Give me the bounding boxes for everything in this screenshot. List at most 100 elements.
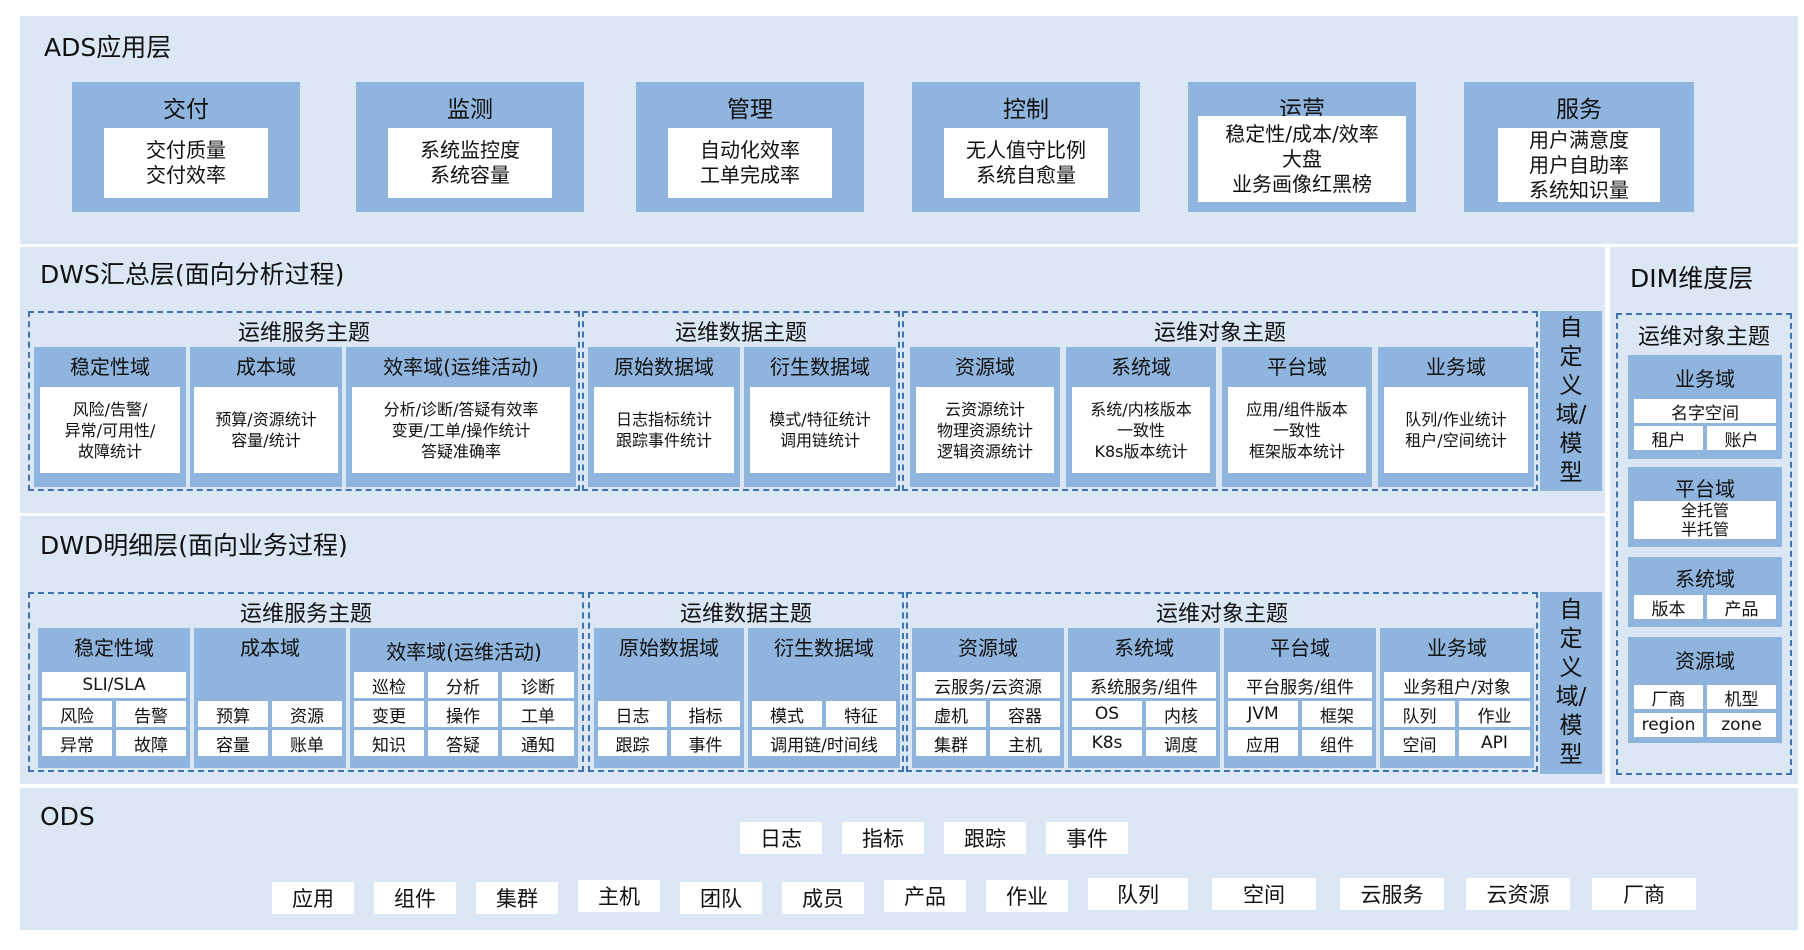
detail-cell: 日志 [598, 701, 667, 727]
domain-title: 原始数据域 [614, 355, 714, 379]
ads-metric: 无人值守比例 [966, 138, 1086, 162]
detail-cell: 容量 [198, 730, 268, 756]
ads-metric: 工单完成率 [700, 163, 800, 187]
vertical-char: 型 [1559, 460, 1583, 486]
ods-source-tag: 应用 [272, 882, 354, 914]
ads-card-body: 无人值守比例 系统自愈量 [944, 128, 1108, 198]
detail-line: 容量/统计 [231, 431, 301, 450]
ods-source-tag: 事件 [1046, 822, 1128, 854]
dim-block-resource: 资源域 厂商 机型 region zone [1628, 637, 1782, 743]
detail-cell: 事件 [671, 730, 740, 756]
dwd-theme-data: 运维数据主题 原始数据域 日志 指标 跟踪 事件 衍生数据域 模式 特征 调用链… [588, 592, 904, 772]
domain-title: 成本域 [236, 355, 296, 379]
detail-line: 答疑准确率 [420, 441, 501, 461]
detail-line: 云资源统计 [944, 399, 1025, 419]
theme-title: 运维对象主题 [1155, 602, 1288, 627]
detail-cell: 租户 [1634, 426, 1703, 451]
ads-metric: 用户自助率 [1529, 152, 1629, 177]
detail-cell: 产品 [1707, 595, 1776, 620]
detail-line: 一致性 [1116, 420, 1165, 440]
domain-title: 效率域(运维活动) [386, 640, 542, 664]
detail-cell: OS [1072, 701, 1142, 727]
domain-title: 业务域 [1427, 636, 1487, 660]
ads-metric: 业务画像红黑榜 [1232, 171, 1372, 196]
detail-cell: zone [1707, 713, 1776, 737]
detail-line: 变更/工单/操作统计 [391, 420, 531, 440]
ods-source-tag: 日志 [740, 822, 822, 854]
domain-title: 系统域 [1675, 567, 1735, 591]
detail-line: 故障统计 [77, 441, 142, 461]
ods-source-tag: 团队 [680, 882, 762, 914]
dws-domain-system: 系统域 系统/内核版本 一致性 K8s版本统计 [1066, 347, 1216, 487]
ads-card-service: 服务 用户满意度 用户自助率 系统知识量 [1464, 82, 1694, 212]
vertical-char: 定 [1559, 344, 1583, 370]
domain-title: 平台域 [1270, 636, 1330, 660]
domain-detail: 系统/内核版本 一致性 K8s版本统计 [1072, 387, 1210, 473]
dws-domain-cost: 成本域 预算/资源统计 容量/统计 [190, 347, 342, 487]
detail-cell: 故障 [116, 730, 186, 756]
ods-source-tag: 云服务 [1340, 878, 1444, 910]
ods-source-tag: 指标 [842, 822, 924, 854]
detail-cell: 资源 [272, 701, 342, 727]
ods-source-tag: 空间 [1212, 878, 1316, 910]
detail-line: 模式/特征统计 [769, 410, 871, 429]
vertical-char: 模 [1559, 713, 1583, 739]
domain-title: 业务域 [1675, 367, 1735, 391]
ads-card-title: 管理 [727, 97, 773, 123]
detail-cell: 队列 [1384, 701, 1455, 727]
dws-domain-platform: 平台域 应用/组件版本 一致性 框架版本统计 [1222, 347, 1372, 487]
domain-detail: 队列/作业统计 租户/空间统计 [1384, 387, 1528, 473]
dws-theme-data: 运维数据主题 原始数据域 日志指标统计 跟踪事件统计 衍生数据域 模式/特征统计… [582, 311, 900, 491]
vertical-char: 域/ [1555, 684, 1587, 710]
ads-metric: 自动化效率 [700, 138, 800, 162]
detail-line: 日志指标统计 [615, 410, 712, 429]
detail-cell: 账户 [1707, 426, 1776, 451]
detail-cell: 虚机 [916, 701, 986, 727]
dwd-domain-cost: 成本域 预算 资源 容量 账单 [194, 628, 346, 768]
ads-metric: 交付效率 [146, 163, 226, 187]
detail-cell: 系统服务/组件 [1072, 672, 1216, 698]
ads-card-title: 交付 [163, 97, 209, 123]
ads-card-body: 交付质量 交付效率 [104, 128, 268, 198]
domain-detail: 云资源统计 物理资源统计 逻辑资源统计 [916, 387, 1054, 473]
domain-title: 成本域 [240, 636, 300, 660]
detail-cell: 内核 [1146, 701, 1216, 727]
detail-cell: 名字空间 [1634, 399, 1776, 424]
ads-card-title: 服务 [1556, 97, 1602, 123]
ads-card-body: 稳定性/成本/效率 大盘 业务画像红黑榜 [1198, 116, 1406, 202]
detail-cell: 跟踪 [598, 730, 667, 756]
domain-title: 衍生数据域 [770, 355, 870, 379]
theme-title: 运维数据主题 [679, 602, 812, 627]
detail-cell: 答疑 [428, 730, 498, 756]
dwd-domain-raw-data: 原始数据域 日志 指标 跟踪 事件 [594, 628, 744, 768]
detail-cell: 账单 [272, 730, 342, 756]
dwd-theme-object: 运维对象主题 资源域 云服务/云资源 虚机 容器 集群 主机 系统域 系统服务/… [906, 592, 1538, 772]
ods-layer-title: ODS [40, 802, 95, 831]
ads-metric: 系统监控度 [420, 138, 520, 162]
detail-line: 系统/内核版本 [1090, 399, 1192, 419]
detail-cell: 厂商 [1634, 685, 1703, 710]
detail-cell: 指标 [671, 701, 740, 727]
domain-title: 资源域 [955, 355, 1015, 379]
detail-cell: 云服务/云资源 [916, 672, 1060, 698]
dws-layer: DWS汇总层(面向分析过程) 运维服务主题 稳定性域 风险/告警/ 异常/可用性… [20, 247, 1605, 513]
ads-metric: 大盘 [1282, 146, 1322, 171]
detail-cell: 组件 [1302, 730, 1372, 756]
detail-cell: 机型 [1707, 685, 1776, 710]
domain-title: 原始数据域 [619, 636, 719, 660]
detail-line: 分析/诊断/答疑有效率 [383, 399, 539, 419]
domain-title: 稳定性域 [70, 355, 150, 379]
vertical-char: 型 [1559, 742, 1583, 768]
domain-detail: 分析/诊断/答疑有效率 变更/工单/操作统计 答疑准确率 [352, 387, 570, 473]
ads-metric: 系统知识量 [1529, 177, 1629, 202]
detail-cell: 风险 [42, 701, 112, 727]
vertical-char: 定 [1559, 626, 1583, 652]
dwd-domain-business: 业务域 业务租户/对象 队列 作业 空间 API [1380, 628, 1534, 768]
ods-source-tag: 产品 [884, 880, 966, 912]
domain-detail: 应用/组件版本 一致性 框架版本统计 [1228, 387, 1366, 473]
ods-source-tag: 作业 [986, 880, 1068, 912]
detail-line: 风险/告警/ [72, 399, 148, 419]
dws-domain-raw-data: 原始数据域 日志指标统计 跟踪事件统计 [588, 347, 740, 487]
detail-line: 应用/组件版本 [1246, 399, 1348, 419]
domain-detail: 模式/特征统计 调用链统计 [750, 387, 890, 473]
